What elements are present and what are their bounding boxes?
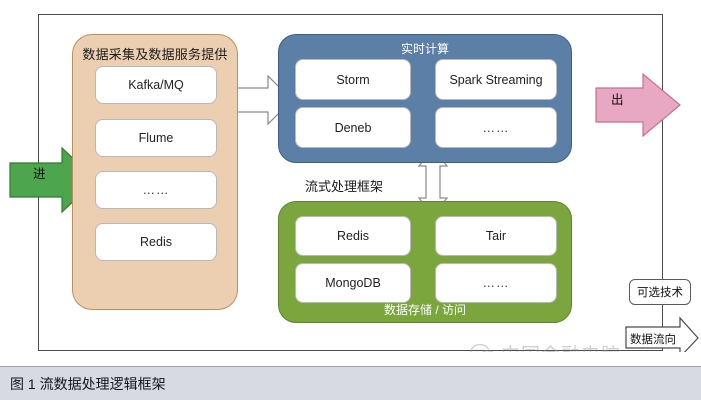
chip-tair[interactable]: Tair bbox=[435, 216, 557, 256]
group-realtime-compute[interactable]: 实时计算 Storm Spark Streaming Deneb …… bbox=[278, 34, 572, 163]
inbound-arrow-label: 进 bbox=[33, 167, 46, 181]
legend-data-flow-label: 数据流向 bbox=[630, 334, 676, 346]
figure-caption: 图 1 流数据处理逻辑框架 bbox=[10, 376, 166, 392]
stream-framework-label: 流式处理框架 bbox=[305, 179, 384, 194]
legend-optional-technology: 可选技术 bbox=[629, 279, 691, 305]
caption-bar: 图 1 流数据处理逻辑框架 bbox=[0, 366, 701, 400]
chip-compute-ellipsis[interactable]: …… bbox=[435, 107, 557, 148]
chip-collection-ellipsis[interactable]: …… bbox=[95, 171, 217, 209]
caption-gap bbox=[0, 352, 701, 366]
chip-storage-redis[interactable]: Redis bbox=[295, 216, 411, 256]
chip-mongodb[interactable]: MongoDB bbox=[295, 263, 411, 303]
chip-storm[interactable]: Storm bbox=[295, 59, 411, 100]
group-data-storage[interactable]: Redis Tair MongoDB …… 数据存储 / 访问 bbox=[278, 201, 572, 323]
chip-flume[interactable]: Flume bbox=[95, 119, 217, 157]
chip-kafka-mq[interactable]: Kafka/MQ bbox=[95, 66, 217, 104]
outbound-arrow-label: 出 bbox=[611, 93, 624, 107]
group-data-collection-title: 数据采集及数据服务提供 bbox=[82, 47, 228, 62]
chip-deneb[interactable]: Deneb bbox=[295, 107, 411, 148]
group-realtime-compute-title: 实时计算 bbox=[400, 42, 449, 56]
chip-collection-redis[interactable]: Redis bbox=[95, 223, 217, 261]
chip-spark-streaming[interactable]: Spark Streaming bbox=[435, 59, 557, 100]
group-data-storage-title: 数据存储 / 访问 bbox=[383, 303, 466, 317]
group-data-collection[interactable]: 数据采集及数据服务提供 Kafka/MQ Flume …… Redis bbox=[72, 34, 238, 310]
chip-storage-ellipsis[interactable]: …… bbox=[435, 263, 557, 303]
